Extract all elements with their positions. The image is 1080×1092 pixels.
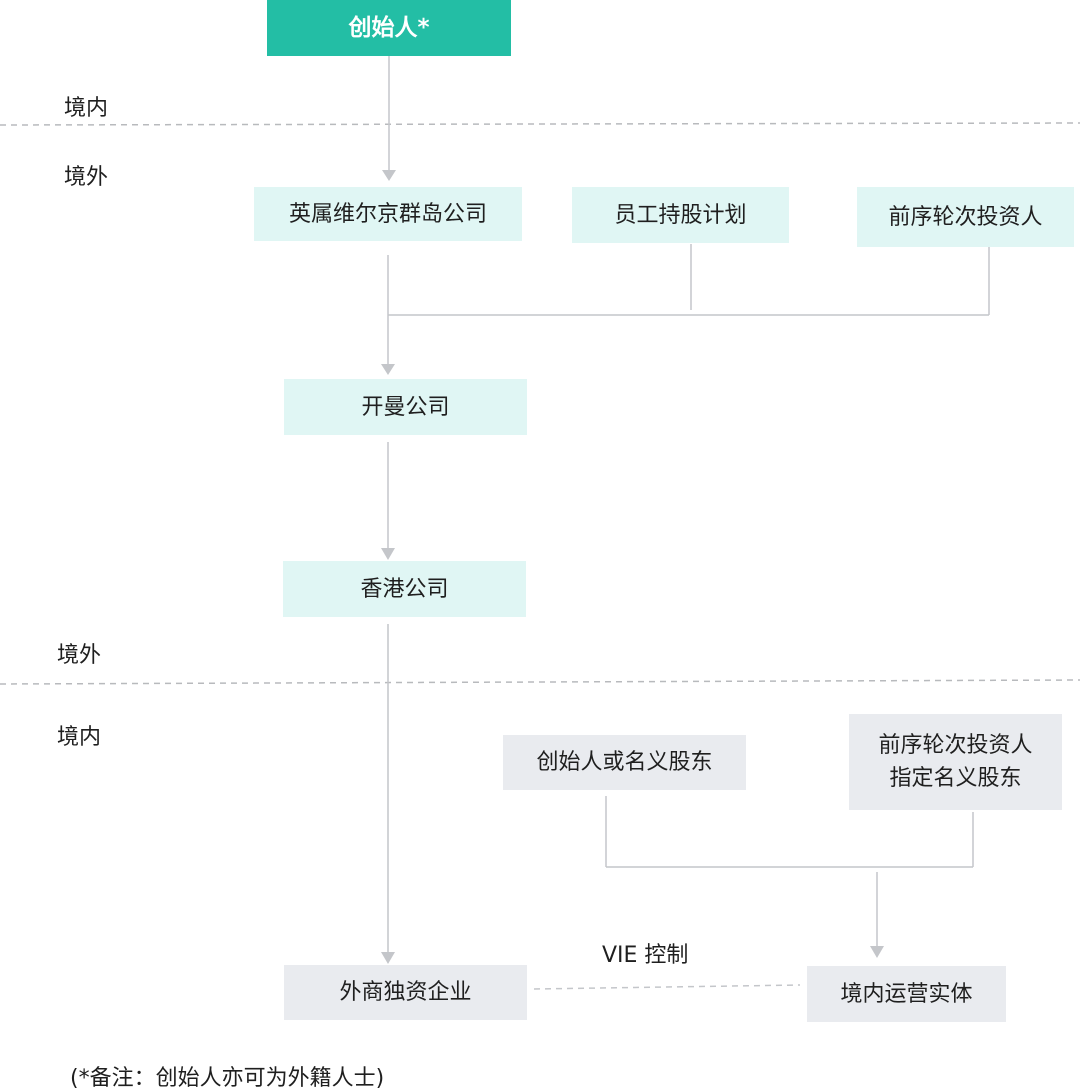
hk-company-node: 香港公司 bbox=[283, 561, 526, 617]
nominee-investor-line2: 指定名义股东 bbox=[889, 766, 1022, 791]
arrowhead-hk bbox=[381, 548, 395, 560]
domestic-overseas-divider-mid bbox=[0, 679, 1080, 685]
onshore-opco-node: 境内运营实体 bbox=[807, 966, 1006, 1022]
founder-node: 创始人* bbox=[267, 0, 511, 56]
arrowhead-cayman bbox=[381, 364, 395, 375]
arrowhead-bvi bbox=[382, 170, 396, 181]
footnote: (*备注：创始人亦可为外籍人士) bbox=[70, 1066, 385, 1091]
nominee-investor-node: 前序轮次投资人 指定名义股东 bbox=[849, 714, 1062, 810]
nominee-founder-node: 创始人或名义股东 bbox=[503, 735, 746, 790]
wfoe-node: 外商独资企业 bbox=[284, 965, 527, 1020]
prior-investors-node: 前序轮次投资人 bbox=[857, 187, 1074, 247]
region-label-domestic-top: 境内 bbox=[64, 96, 109, 121]
domestic-overseas-divider-top bbox=[0, 122, 1080, 126]
arrowhead-opco bbox=[870, 946, 884, 958]
region-label-overseas-mid: 境外 bbox=[57, 643, 102, 668]
cayman-company-node: 开曼公司 bbox=[284, 379, 527, 435]
esop-node: 员工持股计划 bbox=[572, 187, 789, 243]
arrowhead-wfoe bbox=[381, 952, 395, 964]
region-label-domestic-mid: 境内 bbox=[57, 725, 102, 750]
vie-control-label: VIE 控制 bbox=[602, 943, 689, 968]
region-label-overseas-top: 境外 bbox=[64, 165, 109, 190]
vie-dashed-connector bbox=[533, 984, 801, 990]
bvi-company-node: 英属维尔京群岛公司 bbox=[254, 187, 522, 241]
nominee-investor-line1: 前序轮次投资人 bbox=[878, 733, 1033, 758]
